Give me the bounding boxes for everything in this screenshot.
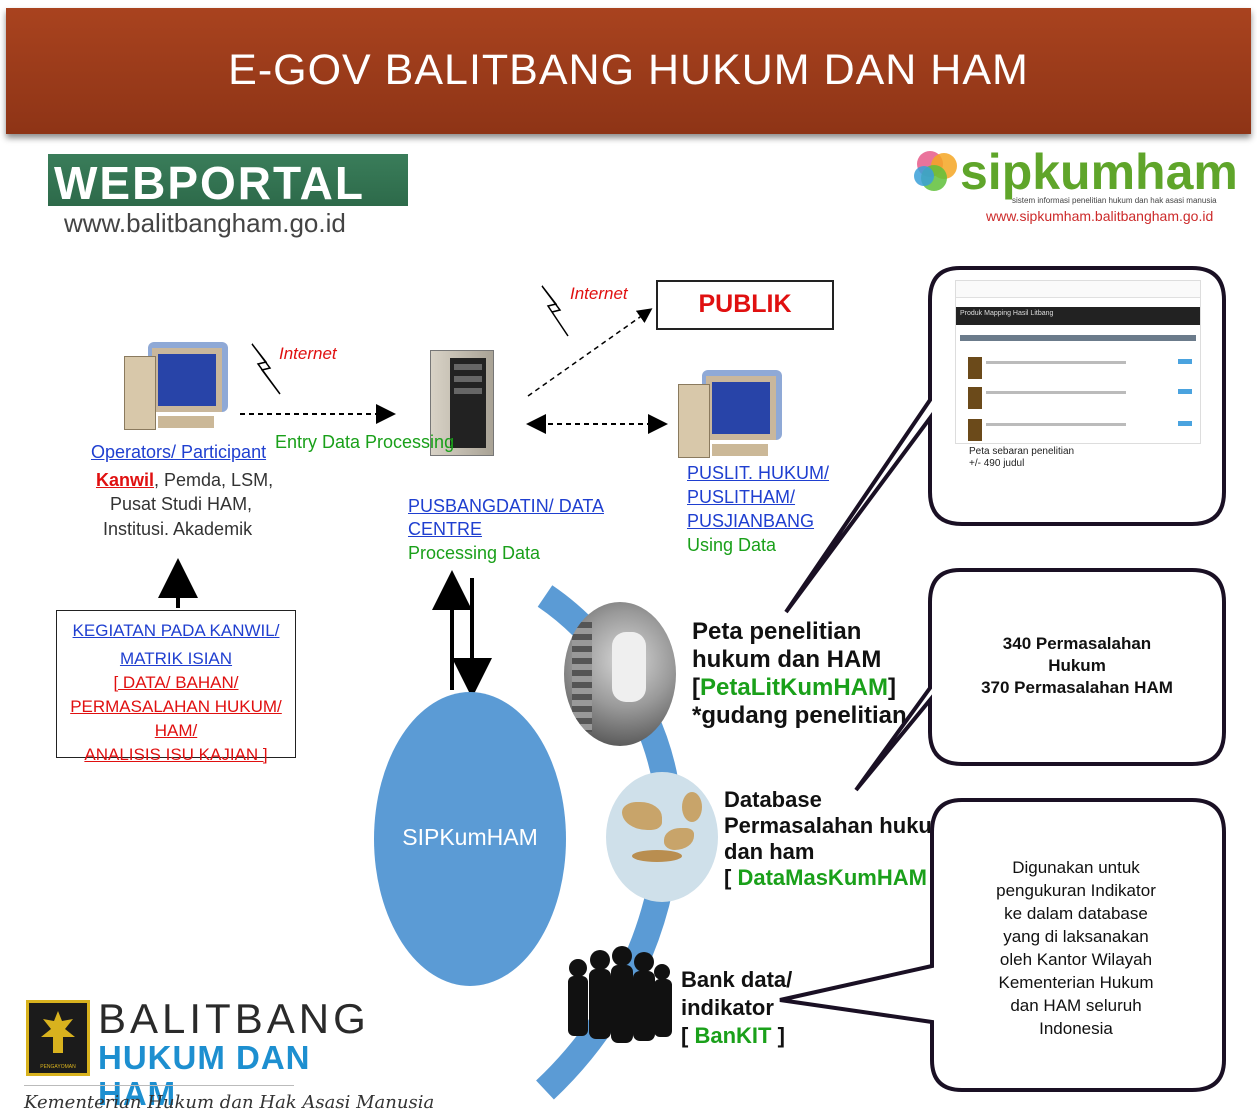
peta-line3: [PetaLitKumHAM] xyxy=(692,674,897,701)
puslit-computer-icon xyxy=(672,364,792,460)
arrow-server-to-publik xyxy=(527,308,653,397)
webportal-logo[interactable]: WEBPORTAL www.balitbangham.go.id xyxy=(48,154,408,240)
webportal-logo-bar xyxy=(48,154,408,206)
balitbang-line2: HUKUM DAN HAM xyxy=(98,1039,311,1112)
bank-line2: indikator xyxy=(681,995,774,1020)
sipkumham-circle[interactable]: SIPKumHAM xyxy=(374,692,566,986)
pusbang-line3: Processing Data xyxy=(408,543,541,563)
server-icon xyxy=(424,350,504,458)
balitbang-logo[interactable]: PENGAYOMAN BALITBANG HUKUM DAN HAM xyxy=(24,996,366,1112)
balitbang-divider xyxy=(24,1085,294,1086)
petalitkumham-link[interactable]: PetaLitKumHAM xyxy=(700,674,889,701)
title-banner xyxy=(6,8,1251,134)
lightning-icon-1 xyxy=(251,343,281,395)
kegiatan-line5: ANALISIS ISU KAJIAN ] xyxy=(84,745,268,764)
callout3-line2: pengukuran Indikator xyxy=(996,881,1156,900)
datamaskumham-link[interactable]: DataMasKumHAM xyxy=(737,865,927,890)
operators-line1-rest: , Pemda, LSM, xyxy=(154,470,274,490)
operator-computer-icon xyxy=(118,336,238,432)
sipkumham-logo-text: sipkumham xyxy=(960,144,1238,200)
callout3-line4: yang di laksanakan xyxy=(1003,927,1149,946)
kegiatan-line1[interactable]: KEGIATAN PADA KANWIL/ xyxy=(72,621,280,640)
kegiatan-line3: [ DATA/ BAHAN/ xyxy=(113,673,239,692)
bank-line3: [ BanKIT ] xyxy=(681,1023,785,1048)
puslit-line2[interactable]: PUSLITHAM/ xyxy=(687,487,796,507)
kegiatan-line4: PERMASALAHAN HUKUM/ HAM/ xyxy=(70,697,282,740)
callout3-line7: dan HAM seluruh xyxy=(1010,996,1142,1015)
publik-label: PUBLIK xyxy=(698,290,792,318)
database-line3: dan ham xyxy=(724,839,815,864)
callout3-line8: Indonesia xyxy=(1039,1019,1113,1038)
webportal-url: www.balitbangham.go.id xyxy=(64,208,346,238)
peta-photo-circle xyxy=(564,602,676,746)
callout3-line6: Kementerian Hukum xyxy=(998,973,1154,992)
kanwil-link[interactable]: Kanwil xyxy=(96,470,155,490)
callout2-line2: Hukum xyxy=(1048,656,1106,675)
lightning-icon-2 xyxy=(541,285,569,337)
pusbang-line2[interactable]: CENTRE xyxy=(408,519,483,539)
internet-label-1: Internet xyxy=(279,344,337,363)
operators-link[interactable]: Operators/ Participant xyxy=(91,442,267,462)
callout2-text: 340 Permasalahan Hukum 370 Permasalahan … xyxy=(932,633,1222,699)
pusbang-line1[interactable]: PUSBANGDATIN/ DATA xyxy=(408,496,605,516)
sipkumham-tagline: sistem informasi penelitian hukum dan ha… xyxy=(1012,196,1217,205)
sipkumham-logo[interactable]: sipkumham sistem informasi penelitian hu… xyxy=(910,142,1238,230)
sipkumham-url: www.sipkumham.balitbangham.go.id xyxy=(986,208,1214,224)
bank-block: Bank data/ indikator [ BanKIT ] xyxy=(681,966,792,1050)
operators-line2: Pusat Studi HAM, xyxy=(110,494,253,514)
map-photo-circle xyxy=(606,772,718,902)
peta-block: Peta penelitian hukum dan HAM [PetaLitKu… xyxy=(692,618,907,730)
operators-line3: Institusi. Akademik xyxy=(103,519,253,539)
bank-line1: Bank data/ xyxy=(681,967,793,992)
sipkumham-circle-label: SIPKumHAM xyxy=(402,824,538,850)
mapping-screenshot[interactable]: Produk Mapping Hasil Litbang xyxy=(955,280,1201,444)
callout3-line3: ke dalam database xyxy=(1004,904,1148,923)
operators-line1: Kanwil, Pemda, LSM, xyxy=(96,470,273,491)
puslit-line4: Using Data xyxy=(687,535,777,555)
peta-line1: Peta penelitian xyxy=(692,618,862,645)
callout3-text: Digunakan untuk pengukuran Indikator ke … xyxy=(934,856,1218,1040)
callout3-line1: Digunakan untuk xyxy=(1012,858,1140,877)
kegiatan-box: KEGIATAN PADA KANWIL/ MATRIK ISIAN [ DAT… xyxy=(56,610,296,764)
peta-line2: hukum dan HAM xyxy=(692,646,882,673)
bankit-link[interactable]: BanKIT xyxy=(694,1023,772,1048)
callout3-line5: oleh Kantor Wilayah xyxy=(999,950,1153,969)
publik-box xyxy=(656,280,834,330)
page-title: E-GOV BALITBANG HUKUM DAN HAM xyxy=(228,46,1029,94)
puslit-line3[interactable]: PUSJIANBANG xyxy=(687,511,815,531)
callout2-line1: 340 Permasalahan xyxy=(1002,634,1152,653)
peta-line4: *gudang penelitian xyxy=(692,702,907,729)
crowd-silhouette-icon xyxy=(568,946,672,1043)
callout1-caption2: +/- 490 judul xyxy=(969,458,1025,469)
callout-3-shape xyxy=(779,798,1226,1092)
entry-data-label: Entry Data Processing xyxy=(275,432,455,452)
callout-2-shape xyxy=(854,568,1226,792)
pengayoman-emblem-icon: PENGAYOMAN xyxy=(26,1000,90,1076)
database-line2: Permasalahan hukum xyxy=(724,813,952,838)
mapping-screenshot-title: Produk Mapping Hasil Litbang xyxy=(960,310,1054,317)
puslit-line1[interactable]: PUSLIT. HUKUM/ xyxy=(687,463,830,483)
balitbang-line1: BALITBANG xyxy=(98,995,370,1042)
database-line1: Database xyxy=(724,787,822,812)
webportal-logo-text: WEBPORTAL xyxy=(54,157,366,209)
sipkumham-bubbles-icon xyxy=(914,151,957,191)
internet-label-2: Internet xyxy=(570,284,628,303)
balitbang-tagline: Kementerian Hukum dan Hak Asasi Manusia xyxy=(24,1092,435,1113)
callout2-line3: 370 Permasalahan HAM xyxy=(981,678,1173,697)
pengayoman-label: PENGAYOMAN xyxy=(40,1064,76,1070)
kegiatan-line2[interactable]: MATRIK ISIAN xyxy=(119,649,233,668)
callout1-caption1: Peta sebaran penelitian xyxy=(969,446,1075,457)
